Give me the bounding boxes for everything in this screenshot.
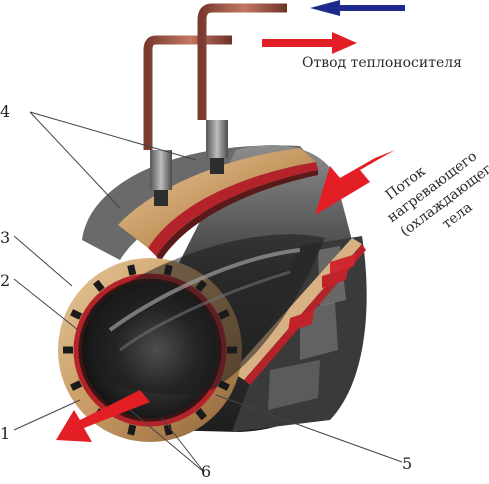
inner-bore bbox=[90, 234, 325, 395]
slot bbox=[227, 346, 237, 354]
outlet-caption: Отвод теплоносителя bbox=[302, 55, 462, 71]
red-flow-arrow-left bbox=[56, 390, 150, 442]
slot bbox=[93, 279, 105, 292]
slot bbox=[163, 424, 173, 436]
label-4: 4 bbox=[0, 102, 11, 121]
slot bbox=[217, 380, 230, 391]
slot bbox=[63, 346, 73, 354]
slot bbox=[127, 424, 137, 436]
slot bbox=[70, 380, 83, 391]
label-3: 3 bbox=[0, 228, 11, 247]
slot bbox=[70, 309, 83, 320]
red-flow-arrow-right bbox=[315, 150, 395, 215]
slot bbox=[195, 279, 207, 292]
red-outlet-arrow bbox=[262, 32, 357, 54]
slot bbox=[163, 264, 173, 276]
right-winding-strip bbox=[232, 238, 366, 385]
tube-inlet bbox=[143, 35, 232, 206]
slots bbox=[63, 264, 237, 436]
slot bbox=[217, 309, 230, 320]
label-1: 1 bbox=[0, 424, 11, 443]
leader-lines bbox=[13, 111, 403, 473]
slot bbox=[127, 264, 137, 276]
label-2: 2 bbox=[0, 271, 11, 290]
slot bbox=[195, 408, 207, 421]
tube-outlet bbox=[197, 3, 287, 174]
label-6: 6 bbox=[201, 462, 212, 481]
top-cover-plate bbox=[118, 148, 318, 262]
blue-inlet-arrow bbox=[310, 0, 405, 16]
label-5: 5 bbox=[402, 454, 413, 473]
